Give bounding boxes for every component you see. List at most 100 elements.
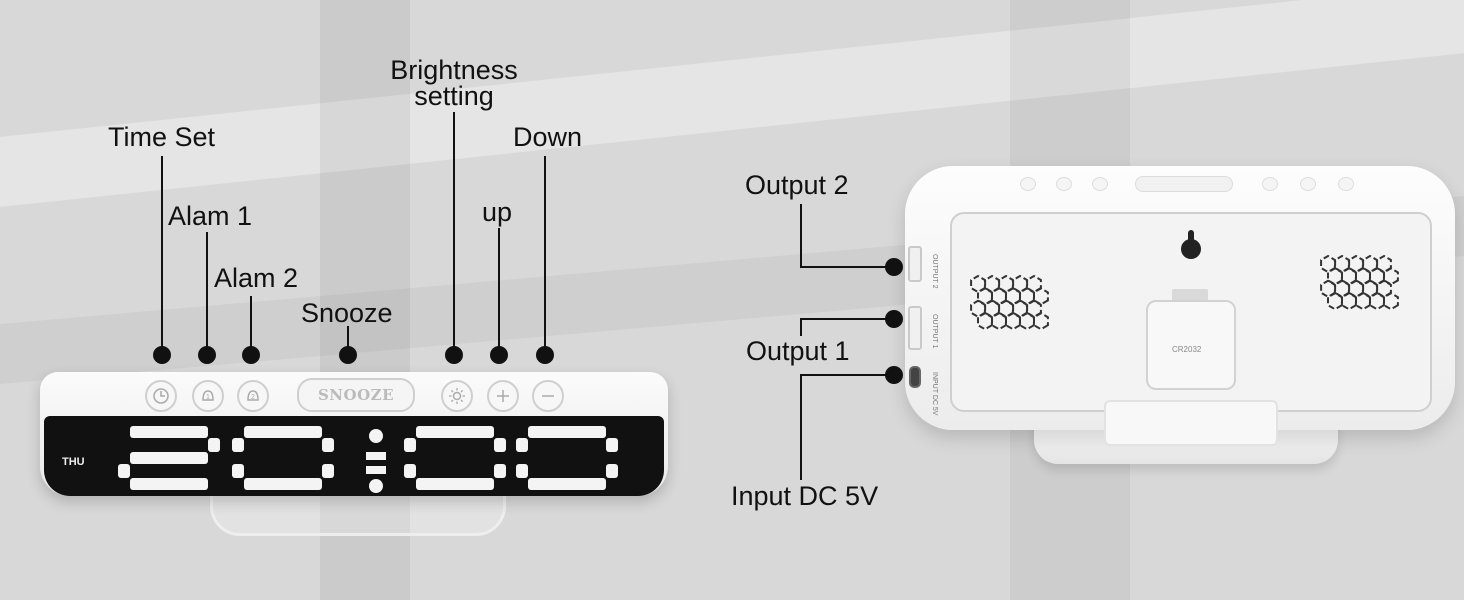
- grille-hole: [991, 287, 1007, 306]
- callout-dot: [885, 258, 903, 276]
- grille-hole: [1019, 287, 1035, 306]
- leader-line: [800, 266, 890, 268]
- grille-hole: [1033, 312, 1049, 331]
- label-output-2: Output 2: [745, 170, 849, 200]
- top-button: [1262, 177, 1278, 191]
- callout-dot: [490, 346, 508, 364]
- leader-line: [453, 112, 455, 348]
- digit-segment: [404, 464, 416, 478]
- speaker-grille-icon: [1320, 254, 1399, 311]
- digit-segment: [516, 438, 528, 452]
- top-button: [1020, 177, 1036, 191]
- grille-hole: [1026, 274, 1042, 294]
- digit-segment: [244, 426, 322, 438]
- top-button: [1338, 177, 1354, 191]
- brightness-icon: [449, 388, 465, 404]
- plus-icon: [497, 390, 509, 402]
- grille-hole: [1019, 312, 1035, 331]
- digit-segment: [516, 464, 528, 478]
- input-dc-port[interactable]: [909, 366, 921, 388]
- digit-segment: [322, 438, 334, 452]
- label-time-set: Time Set: [108, 122, 216, 152]
- grille-hole: [977, 287, 993, 306]
- label-up: up: [482, 197, 513, 227]
- leader-line: [800, 318, 802, 336]
- alarm-indicator-icon: [369, 429, 383, 443]
- alarm-2-icon: 2: [247, 390, 259, 401]
- grille-hole: [977, 312, 993, 331]
- callout-dot: [339, 346, 357, 364]
- label-alarm-2: Alam 2: [214, 263, 299, 293]
- callout-dot: [153, 346, 171, 364]
- digit-segment: [232, 464, 244, 478]
- digit-segment: [528, 426, 606, 438]
- colon-segment: [366, 452, 386, 460]
- digit-segment: [322, 464, 334, 478]
- output-2-port[interactable]: [908, 246, 922, 282]
- leader-line: [800, 204, 802, 268]
- grille-hole: [1355, 292, 1371, 311]
- grille-hole: [1033, 287, 1049, 306]
- digit-segment: [404, 438, 416, 452]
- leader-line: [161, 156, 163, 348]
- grille-hole: [1005, 287, 1021, 306]
- battery-cover-tab: [1172, 289, 1208, 301]
- digit-segment: [494, 464, 506, 478]
- snooze-button[interactable]: SNOOZE: [297, 378, 415, 412]
- label-output-1: Output 1: [746, 336, 850, 366]
- digit-segment: [416, 478, 494, 490]
- grille-hole: [1369, 267, 1385, 286]
- grille-hole: [1376, 254, 1392, 274]
- grille-hole: [991, 312, 1007, 331]
- leader-line: [544, 156, 546, 348]
- alarm-1-icon: 1: [202, 390, 214, 401]
- grille-hole: [1341, 292, 1357, 311]
- grille-hole: [1026, 299, 1042, 318]
- leader-line: [800, 374, 890, 376]
- clock-icon: [153, 388, 169, 404]
- up-button[interactable]: [487, 380, 519, 412]
- leader-line: [498, 228, 500, 348]
- digit-segment: [606, 438, 618, 452]
- grille-hole: [1383, 292, 1399, 311]
- alarm-2-button[interactable]: 2: [237, 380, 269, 412]
- leader-line: [347, 326, 349, 348]
- svg-text:1: 1: [206, 394, 210, 401]
- leader-line: [206, 232, 208, 348]
- grille-hole: [1327, 292, 1343, 311]
- digit-segment: [244, 478, 322, 490]
- digit-segment: [606, 464, 618, 478]
- callout-dot: [445, 346, 463, 364]
- callout-dot: [885, 366, 903, 384]
- day-readout: THU: [62, 456, 85, 468]
- digit-segment: [494, 438, 506, 452]
- digit-segment: [208, 438, 220, 452]
- callout-dot: [242, 346, 260, 364]
- grille-hole: [1355, 267, 1371, 286]
- grille-hole: [1376, 279, 1392, 298]
- digit-segment: [416, 426, 494, 438]
- grille-hole: [1005, 312, 1021, 331]
- alarm-indicator-icon: [369, 479, 383, 493]
- callout-dot: [536, 346, 554, 364]
- minus-icon: [542, 395, 554, 397]
- time-set-button[interactable]: [145, 380, 177, 412]
- top-button-strip: [1135, 176, 1233, 192]
- leader-line: [800, 318, 890, 320]
- output-1-port[interactable]: [908, 306, 922, 350]
- label-brightness: Brightness setting: [390, 55, 518, 111]
- svg-text:2: 2: [251, 394, 255, 401]
- grille-hole: [1369, 292, 1385, 311]
- battery-cover: [1146, 300, 1236, 390]
- top-button: [1056, 177, 1072, 191]
- stand-bracket: [1104, 400, 1278, 446]
- colon-segment: [366, 466, 386, 474]
- alarm-1-button[interactable]: 1: [192, 380, 224, 412]
- brightness-button[interactable]: [441, 380, 473, 412]
- callout-dot: [198, 346, 216, 364]
- down-button[interactable]: [532, 380, 564, 412]
- leader-line: [800, 374, 802, 480]
- digit-segment: [528, 478, 606, 490]
